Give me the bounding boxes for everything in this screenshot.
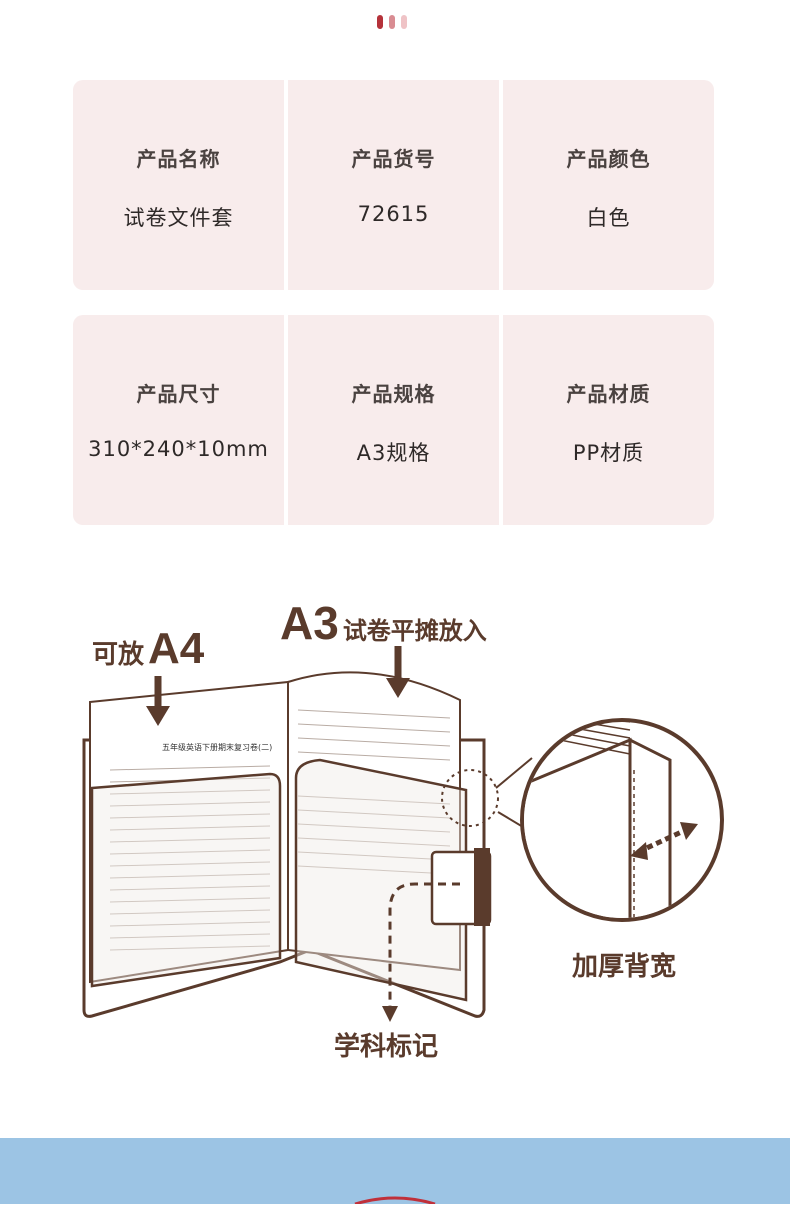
spec-value: 试卷文件套 xyxy=(123,206,234,230)
spec-cell-material: 产品材质 PP材质 xyxy=(503,315,714,525)
spec-label: 产品货号 xyxy=(351,147,436,171)
callout-tab: 学科标记 xyxy=(334,1032,439,1062)
callout-a3-suffix: 试卷平摊放入 xyxy=(342,617,487,645)
spec-cell-size: 产品尺寸 310*240*10mm xyxy=(73,315,284,525)
a3-paper xyxy=(287,671,461,972)
spec-value: 白色 xyxy=(586,206,631,230)
a4-arrowhead xyxy=(146,706,170,726)
spec-label: 产品尺寸 xyxy=(136,382,221,406)
spec-label: 产品颜色 xyxy=(566,147,651,171)
spec-cell-name: 产品名称 试卷文件套 xyxy=(73,80,284,290)
right-pocket xyxy=(294,758,468,1002)
paper-lines-right xyxy=(297,709,451,875)
paper-title: 五年级英语下册期末复习卷(二) xyxy=(162,742,272,752)
tab-pointer xyxy=(388,882,460,1010)
page-indicator xyxy=(377,15,407,29)
bottom-banner xyxy=(0,1138,790,1206)
a3-arrowhead xyxy=(386,678,410,698)
spec-value: 310*240*10mm xyxy=(88,437,269,461)
callout-a3-big: A3 xyxy=(280,597,339,649)
callout-a4: 可放A4 xyxy=(92,624,204,674)
spec-value: PP材质 xyxy=(572,441,645,465)
spec-cell-code: 产品货号 72615 xyxy=(288,80,499,290)
left-pocket xyxy=(90,772,282,988)
indicator-dot-1[interactable] xyxy=(377,15,383,29)
indicator-dot-2[interactable] xyxy=(389,15,395,29)
zoom-source xyxy=(441,769,499,827)
spec-label: 产品材质 xyxy=(566,382,651,406)
spec-cell-color: 产品颜色 白色 xyxy=(503,80,714,290)
spec-label: 产品名称 xyxy=(136,147,221,171)
callout-a4-prefix: 可放 xyxy=(92,640,145,670)
banner-decoration xyxy=(354,1196,436,1206)
callout-spine: 加厚背宽 xyxy=(572,952,677,982)
spec-table-row-1: 产品名称 试卷文件套 产品货号 72615 产品颜色 白色 xyxy=(73,80,714,290)
folder-diagram: 五年级英语下册期末复习卷(二) xyxy=(82,646,724,1022)
indicator-dot-3[interactable] xyxy=(401,15,407,29)
tab-edge xyxy=(474,848,490,926)
spec-label: 产品规格 xyxy=(351,382,436,406)
folder-illustration: 五年级英语下册期末复习卷(二) xyxy=(70,590,750,1070)
callout-a4-big: A4 xyxy=(148,624,205,673)
paper-lines-left xyxy=(109,765,271,951)
spec-value: 72615 xyxy=(357,202,430,226)
spec-table-row-2: 产品尺寸 310*240*10mm 产品规格 A3规格 产品材质 PP材质 xyxy=(73,315,714,525)
spec-value: A3规格 xyxy=(356,441,431,465)
spec-cell-spec: 产品规格 A3规格 xyxy=(288,315,499,525)
tab-arrowhead xyxy=(382,1006,398,1022)
